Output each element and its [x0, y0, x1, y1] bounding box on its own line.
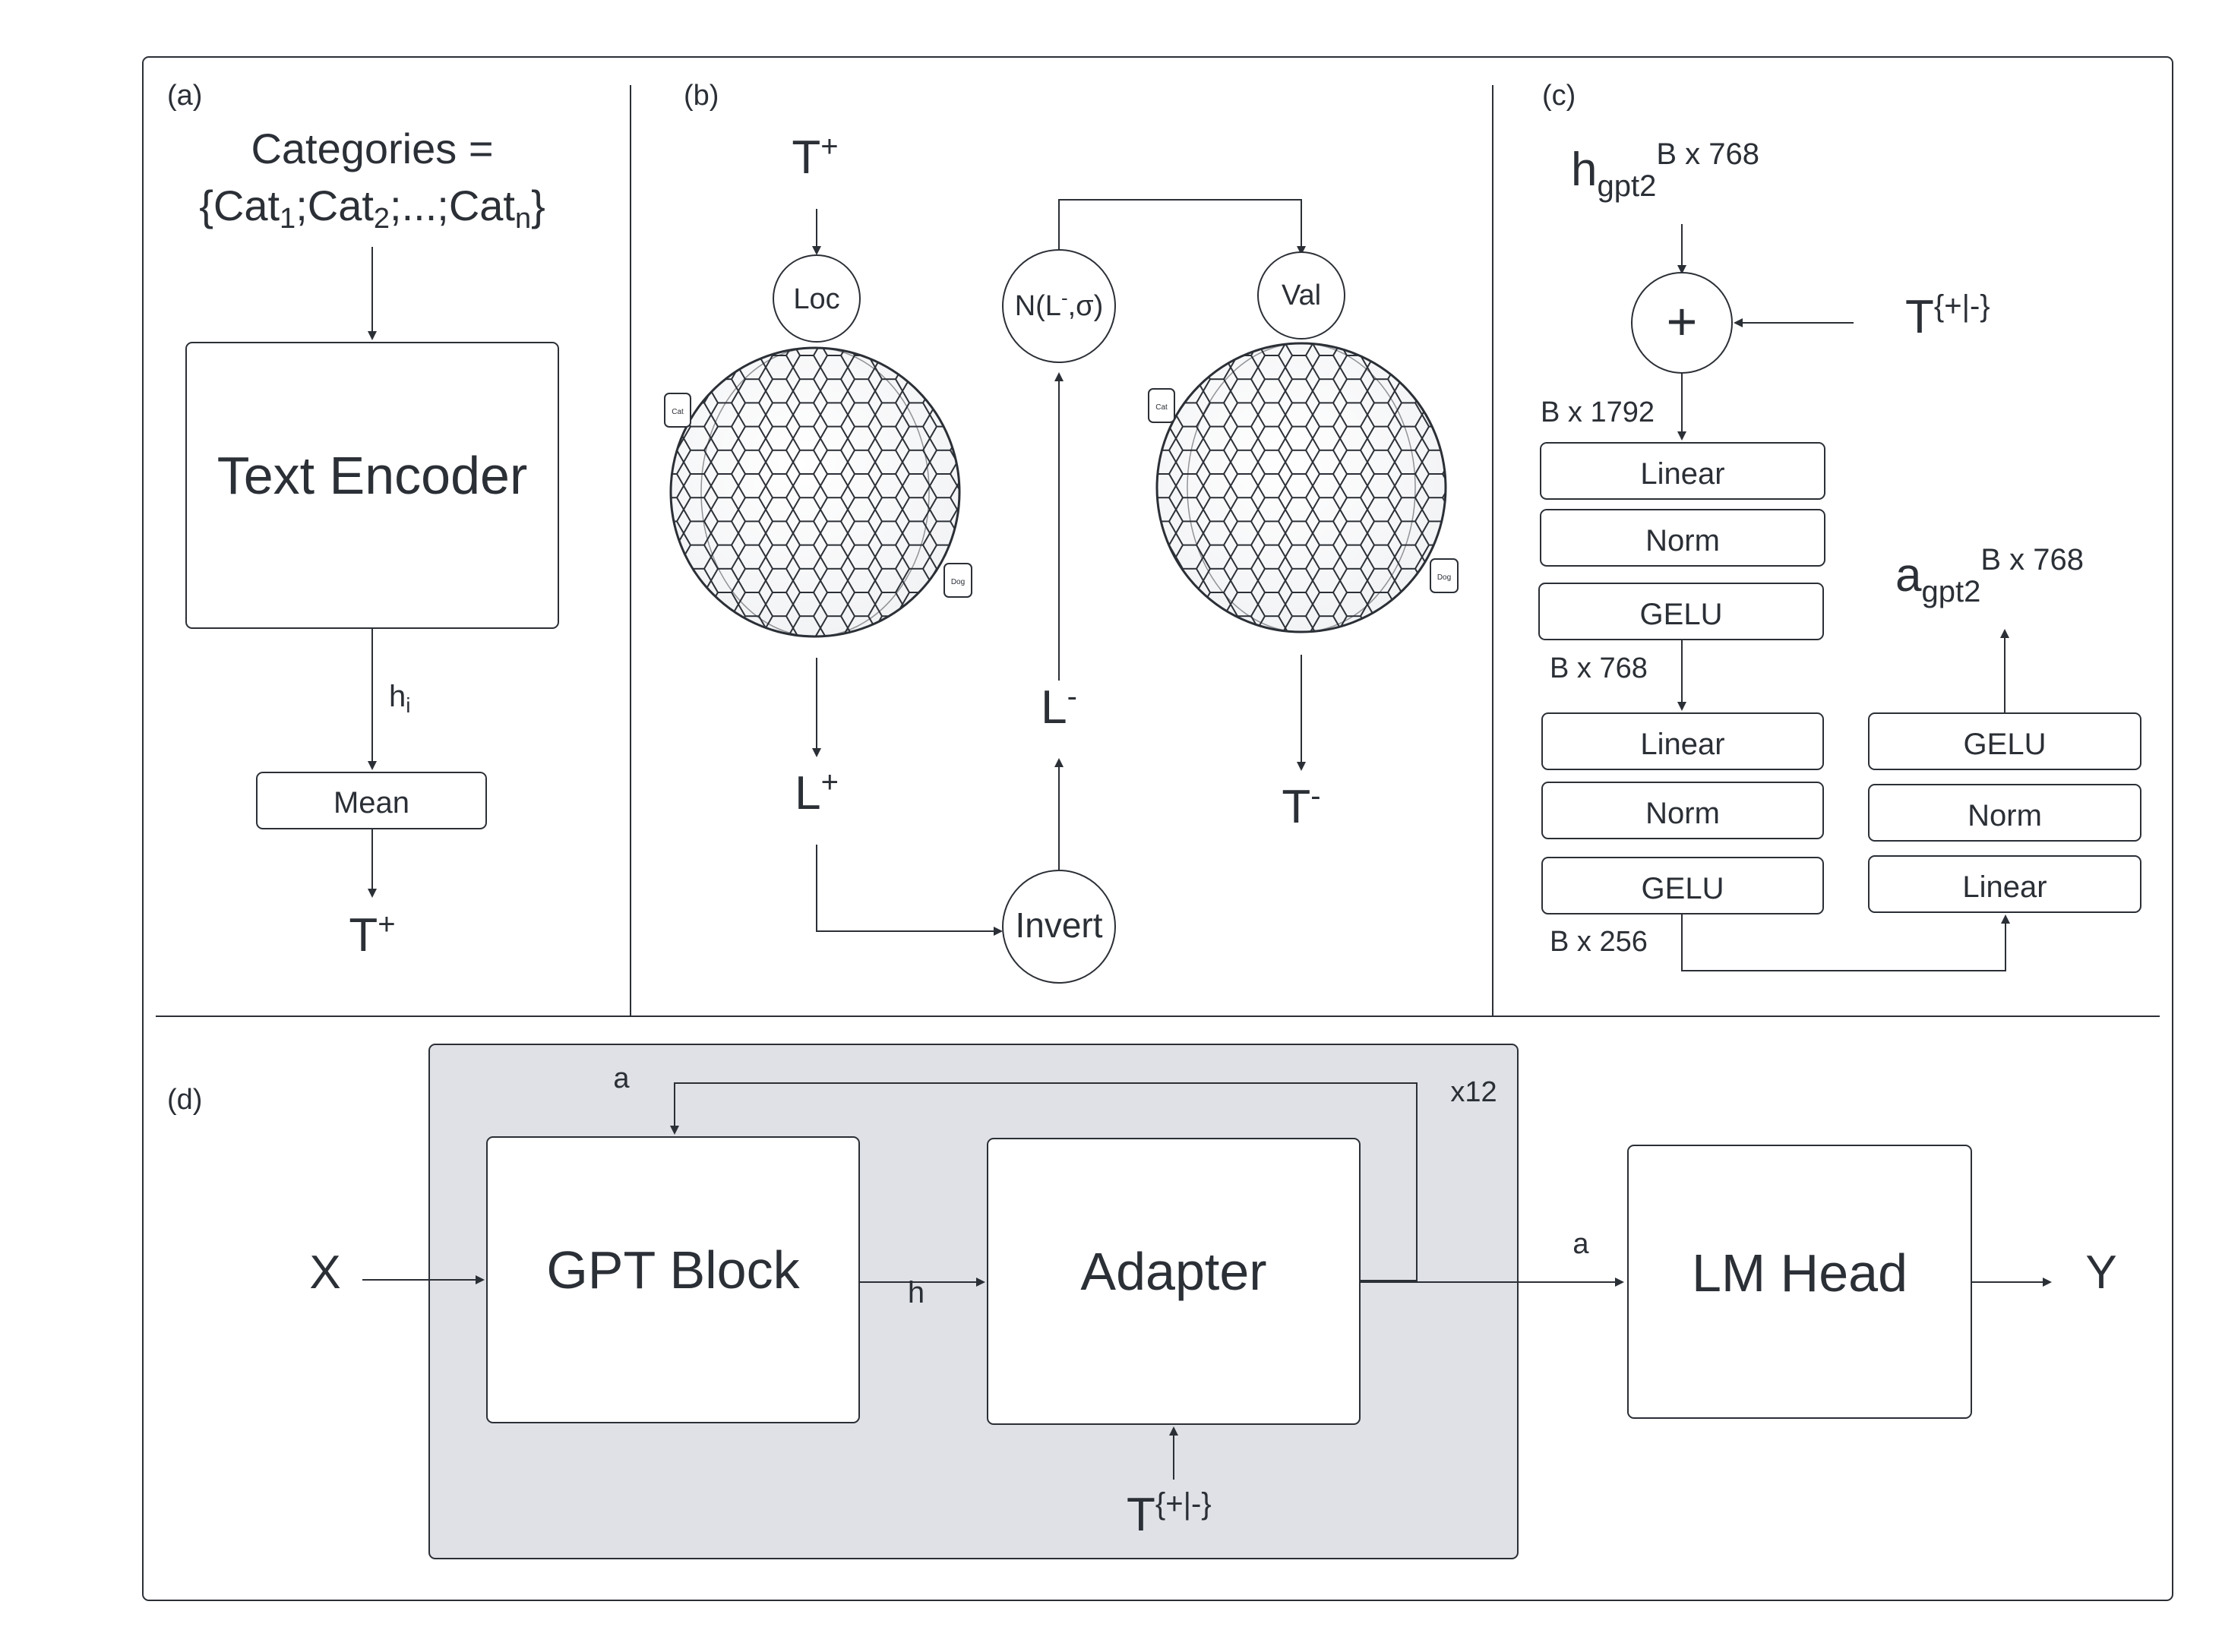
mean-label: Mean: [333, 786, 409, 820]
cat-tag-right: Cat: [1148, 388, 1175, 423]
loc-node: [773, 254, 861, 343]
svg-text:Cat: Cat: [1155, 403, 1168, 412]
panel-b-label: (b): [684, 80, 719, 112]
dim-768: B x 768: [1550, 652, 1648, 684]
c-norm-2-label: Norm: [1645, 797, 1720, 830]
normal-label: N(L-,σ): [1015, 286, 1104, 322]
loc-label: Loc: [793, 283, 839, 315]
invert-label: Invert: [1015, 905, 1102, 945]
t-minus-output: T-: [1282, 779, 1320, 833]
panel-b: (b) T+ Loc Cat Dog L+ Invert L- N(L-,σ): [664, 80, 1459, 984]
c-gelu-2-label: GELU: [1642, 872, 1724, 905]
outer-frame: [142, 56, 2173, 1601]
a-gpt2-label: agpt2B x 768: [1895, 543, 2084, 608]
c-linear-3-label: Linear: [1962, 870, 2047, 904]
t-plus-input: T+: [792, 130, 838, 184]
x-input: X: [309, 1246, 340, 1299]
location-sphere: [669, 346, 961, 638]
c-linear-1-label: Linear: [1640, 457, 1724, 491]
plus-label: +: [1667, 292, 1698, 351]
value-sphere: [1155, 342, 1447, 633]
lm-head-label: LM Head: [1692, 1243, 1908, 1303]
svg-text:Dog: Dog: [1437, 573, 1451, 582]
a-out-label: a: [1572, 1228, 1589, 1260]
t-plus-output: T+: [349, 908, 395, 962]
panel-d: (d) a x12 X GPT Block h Adapter a T{+|-}…: [167, 1044, 2117, 1559]
c-gelu-3-label: GELU: [1964, 728, 2047, 761]
c-linear-2-label: Linear: [1640, 728, 1724, 761]
h-gpt2-label: hgpt2B x 768: [1571, 137, 1759, 203]
adapter-label: Adapter: [1080, 1242, 1266, 1301]
dim-256: B x 256: [1550, 926, 1648, 958]
panel-c-label: (c): [1542, 80, 1576, 112]
panel-a-label: (a): [167, 80, 202, 112]
c-linear-2: [1541, 712, 1824, 770]
categories-line1: Categories =: [251, 125, 493, 172]
y-output: Y: [2085, 1246, 2116, 1299]
c-norm-3: [1868, 784, 2141, 842]
svg-text:Cat: Cat: [672, 408, 684, 416]
t-cond-c: T{+|-}: [1905, 289, 1990, 343]
gpt-block: [486, 1136, 860, 1423]
dog-tag-right: Dog: [1430, 558, 1459, 593]
dog-tag-left: Dog: [943, 563, 972, 598]
h-i-label: hi: [389, 680, 410, 717]
dim-1792: B x 1792: [1541, 396, 1655, 428]
h-label: h: [908, 1276, 925, 1309]
panel-a: (a) Categories = {Cat1;Cat2;...;Catn} Te…: [167, 80, 559, 962]
panel-c: (c) hgpt2B x 768 + T{+|-} B x 1792 Linea…: [1538, 80, 2141, 971]
text-encoder-label: Text Encoder: [217, 446, 528, 505]
cat-tag-left: Cat: [664, 393, 691, 428]
c-norm-1-label: Norm: [1645, 524, 1720, 558]
c-norm-2: [1541, 782, 1824, 839]
val-node: [1257, 251, 1345, 340]
l-plus-label: L+: [795, 766, 839, 820]
c-linear-1: [1540, 442, 1825, 500]
val-label: Val: [1282, 280, 1321, 311]
a-loop-label: a: [613, 1063, 630, 1094]
c-norm-3-label: Norm: [1968, 799, 2042, 832]
c-gelu-1-label: GELU: [1640, 598, 1723, 631]
c-norm-1: [1540, 509, 1825, 567]
t-cond-d: T{+|-}: [1127, 1487, 1212, 1541]
x12-label: x12: [1450, 1076, 1497, 1108]
l-minus-label: L-: [1041, 680, 1077, 734]
panel-d-label: (d): [167, 1084, 202, 1116]
categories-line2: {Cat1;Cat2;...;Catn}: [199, 182, 545, 235]
svg-text:Dog: Dog: [951, 578, 965, 586]
c-linear-3: [1868, 855, 2141, 913]
gpt-block-label: GPT Block: [546, 1240, 800, 1300]
